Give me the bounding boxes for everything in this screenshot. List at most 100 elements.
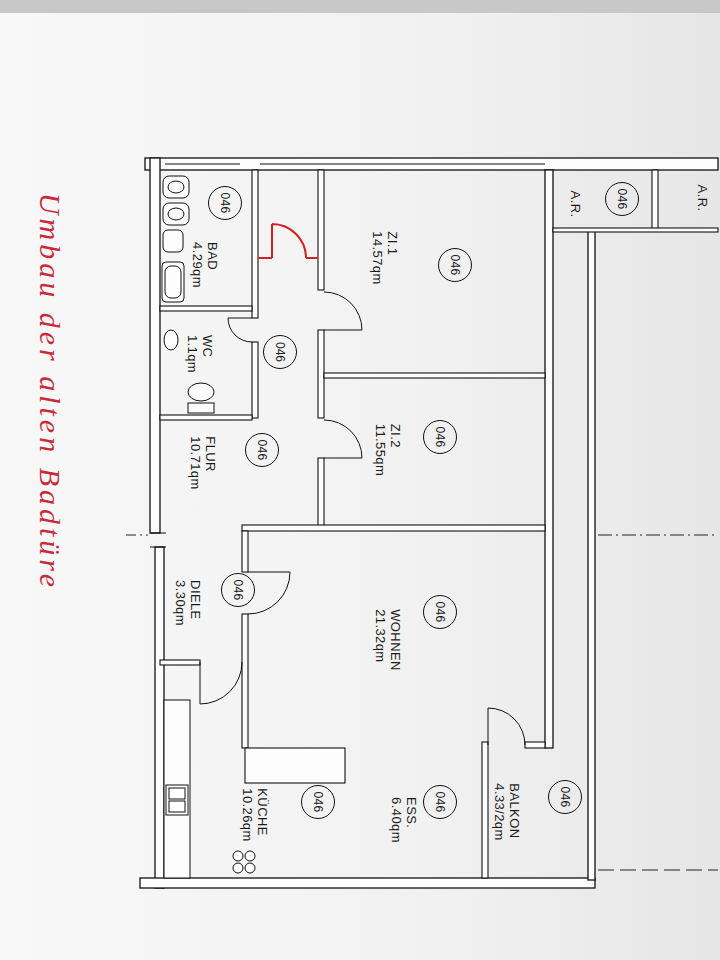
stove-plate bbox=[245, 863, 255, 873]
room-number-circle: 046 bbox=[301, 785, 335, 819]
room-number-circle: 046 bbox=[423, 595, 457, 629]
washbasin bbox=[164, 330, 178, 350]
room-label: A.R. bbox=[568, 191, 583, 218]
axis-line bbox=[126, 535, 148, 536]
room-area: WOHNEN21.32qm 046 bbox=[248, 531, 545, 742]
washbasin bbox=[168, 181, 184, 193]
room-name: DIELE bbox=[188, 580, 203, 626]
room-name: A.R. bbox=[695, 185, 710, 212]
room-label: WOHNEN21.32qm bbox=[373, 609, 403, 671]
wall bbox=[318, 330, 324, 418]
room-label: 046 bbox=[615, 188, 629, 209]
doors bbox=[150, 292, 525, 745]
room-number: 046 bbox=[311, 791, 325, 812]
wall bbox=[145, 158, 718, 170]
wall bbox=[525, 742, 545, 748]
room-number: 046 bbox=[433, 426, 447, 447]
room-area-value: 14.57qm bbox=[370, 231, 385, 284]
room-area: ESS.6.40qm 046 bbox=[345, 748, 482, 878]
wall bbox=[242, 525, 545, 531]
window-line bbox=[165, 164, 240, 165]
wall bbox=[242, 614, 248, 748]
window-line bbox=[260, 164, 545, 165]
door-symbol bbox=[272, 224, 306, 258]
room-name: ESS. bbox=[404, 797, 419, 843]
room-area-value: 10.26qm bbox=[240, 788, 255, 841]
wall bbox=[252, 170, 258, 318]
room-name: WOHNEN bbox=[388, 609, 403, 671]
axis-line bbox=[598, 870, 718, 871]
room-label: A.R. bbox=[695, 185, 710, 212]
room-area: KÜCHE10.26qm 046 bbox=[160, 665, 345, 878]
room-label: ESS.6.40qm bbox=[389, 797, 419, 843]
wall bbox=[553, 228, 718, 232]
room-number-circle: 046 bbox=[605, 182, 639, 216]
room-label: 046 bbox=[433, 426, 447, 447]
room-label: WC1.1qm bbox=[185, 335, 215, 373]
wall bbox=[318, 170, 324, 290]
kitchen-sink bbox=[169, 788, 185, 799]
room-name: BALKON bbox=[507, 783, 522, 840]
room-label: 046 bbox=[311, 791, 325, 812]
kitchen-counter bbox=[164, 700, 190, 878]
room-area: ZI.211.55qm046 bbox=[324, 378, 545, 525]
room-label: ZI.114.57qm bbox=[370, 231, 400, 284]
door-symbol bbox=[324, 420, 362, 458]
room-number: 046 bbox=[615, 188, 629, 209]
room-label: 046 bbox=[448, 254, 462, 275]
room-number-circle: 046 bbox=[263, 335, 297, 369]
room-area-value: 21.32qm bbox=[373, 609, 388, 671]
fixtures bbox=[162, 176, 255, 878]
room-label: 046 bbox=[255, 439, 269, 460]
stove-plate bbox=[245, 851, 255, 861]
room-area: A.R. bbox=[658, 170, 718, 228]
new-bath-door bbox=[258, 224, 318, 258]
room-area-value: 10.71qm bbox=[188, 436, 203, 489]
wall bbox=[588, 230, 595, 880]
room-area-value: 3.30qm bbox=[173, 580, 188, 626]
room-number: 046 bbox=[433, 791, 447, 812]
room-area: FLUR10.71qm 046 bbox=[160, 420, 318, 525]
washbasin bbox=[163, 176, 189, 198]
room-number-circle: 046 bbox=[438, 248, 472, 282]
kitchen-sink bbox=[169, 801, 185, 812]
handwritten-note: Umbau der alten Badtüre bbox=[33, 193, 67, 591]
room-area-value: 6.40qm bbox=[389, 797, 404, 843]
wall bbox=[318, 458, 324, 528]
room-number-circle: 046 bbox=[221, 573, 255, 607]
room-label: BAD4.29qm bbox=[190, 242, 220, 288]
room-label: 046 bbox=[218, 192, 232, 213]
room-number: 046 bbox=[273, 342, 287, 362]
axis-lines bbox=[126, 535, 718, 870]
room-label: 046 bbox=[273, 342, 287, 362]
room-label: KÜCHE10.26qm bbox=[240, 788, 270, 841]
door-symbol bbox=[228, 318, 252, 342]
wall bbox=[652, 170, 658, 230]
stove-plate bbox=[233, 851, 243, 861]
room-number: 046 bbox=[231, 579, 245, 600]
room-label: FLUR10.71qm bbox=[188, 436, 218, 489]
room-area-value: 1.1qm bbox=[185, 335, 200, 373]
stove-plate bbox=[233, 863, 243, 873]
room-name: ZI.1 bbox=[385, 231, 400, 284]
toilet-tank bbox=[188, 403, 214, 413]
room-name: ZI.2 bbox=[388, 424, 403, 476]
door-symbol bbox=[200, 662, 242, 704]
room-area: A.R. 046 bbox=[553, 170, 652, 228]
room-area: DIELE3.30qm 046 bbox=[160, 531, 258, 660]
paper-edge bbox=[0, 0, 720, 13]
room-number-circle: 046 bbox=[245, 433, 279, 467]
bathtub bbox=[162, 262, 184, 302]
wall bbox=[160, 306, 252, 311]
inner-walls bbox=[160, 170, 718, 878]
room-label: 046 bbox=[433, 601, 447, 622]
room-label: 046 bbox=[231, 579, 245, 600]
room-area: ZI.114.57qm 046 bbox=[324, 170, 545, 373]
wall bbox=[545, 170, 553, 748]
room-number: 046 bbox=[448, 254, 462, 275]
washbasin bbox=[168, 208, 184, 220]
